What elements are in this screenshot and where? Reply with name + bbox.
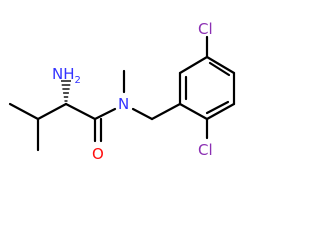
ring-inner-2 — [208, 61, 231, 77]
molecule-canvas: NH2 N O Cl Cl — [8, 20, 236, 163]
carbonyl-oxygen-label: O — [92, 145, 104, 163]
ring-inner-3 — [205, 100, 230, 115]
bond-methyl-left — [8, 102, 40, 121]
chlorine-top-label: Cl — [198, 20, 213, 38]
structure-diagram: NH2 N O Cl Cl — [8, 20, 236, 163]
chlorine-bottom-label: Cl — [198, 141, 213, 159]
ring-bond-2 — [178, 55, 209, 75]
ring-bond-6 — [178, 102, 209, 121]
bond-n-ch2 — [131, 107, 154, 121]
ring-bond-5 — [205, 102, 236, 121]
amine-label: NH2 — [52, 65, 81, 86]
bond-ch2-ring — [150, 102, 182, 121]
ring-bond-3 — [205, 55, 236, 75]
bond-isopropyl-alpha — [36, 102, 68, 121]
amide-nitrogen-label: N — [118, 95, 129, 113]
stereo-hash-bond — [61, 80, 71, 102]
bond-alpha-carbonyl — [64, 102, 97, 121]
bonds — [8, 35, 236, 152]
bond-carbonyl-n — [93, 107, 117, 121]
